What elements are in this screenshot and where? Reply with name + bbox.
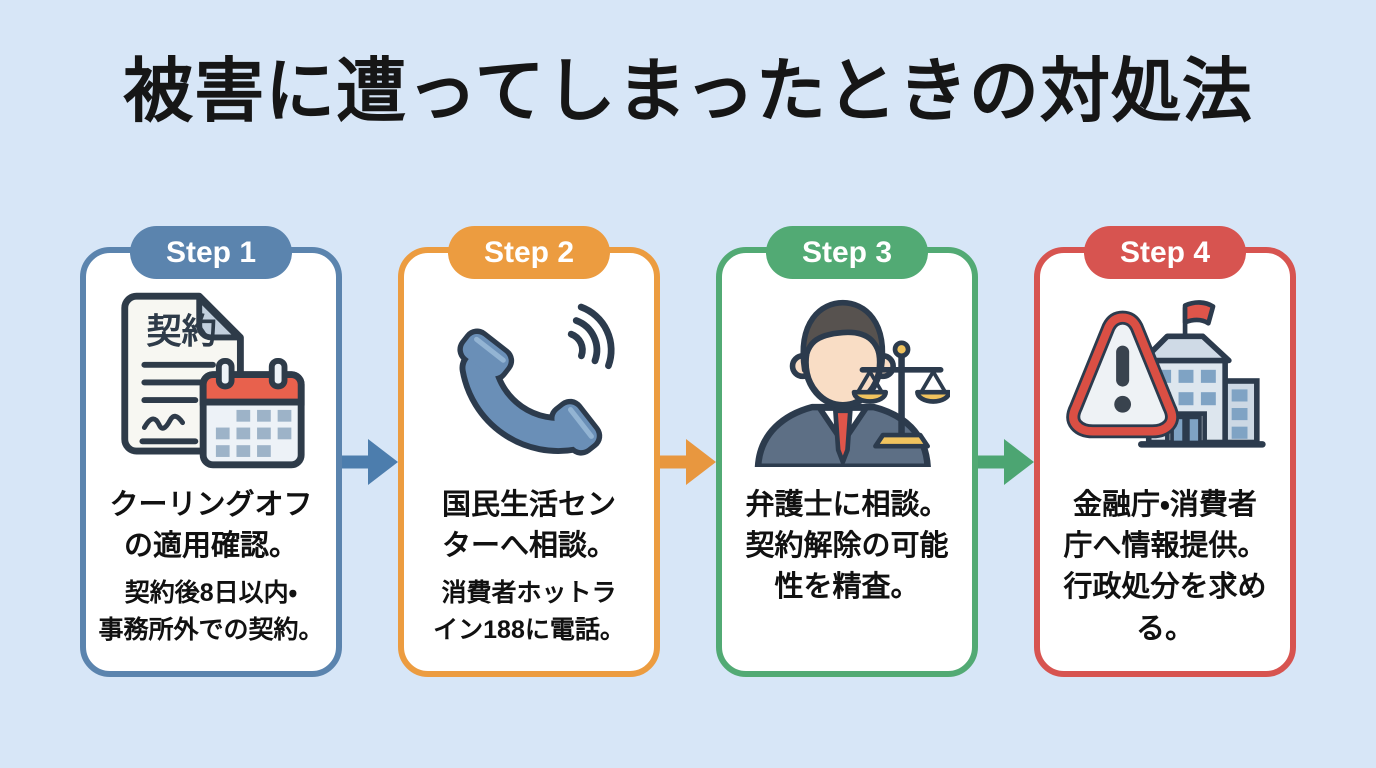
step-2-text-primary: 国民生活セン ターへ相談。 (441, 489, 616, 563)
steps-flow: Step 1 契約 クーリン (0, 226, 1376, 677)
page-title: 被害に遭ってしまったときの対処法 (123, 52, 1253, 130)
arrow-3-icon (977, 434, 1035, 490)
step-2-icon-box (440, 285, 618, 477)
step-3-badge: Step 3 (765, 226, 929, 279)
step-card-4: Step 4 (1034, 226, 1296, 677)
contract-label: 契約 (146, 312, 217, 351)
step-card-1: Step 1 契約 クーリン (80, 226, 342, 677)
step-1-icon-box: 契約 (113, 285, 309, 477)
step-2-text-secondary: 消費者ホットラ イン188に電話。 (433, 579, 625, 644)
phone-icon (457, 303, 615, 456)
step-card-2: Step 2 国民生活セン ターへ相談。 消費者ホットラ イン188に電話。 (398, 226, 660, 677)
step-4-text-primary: 金融庁・消費者 庁へ情報提供。 行政処分を求め る。 (1063, 489, 1267, 645)
step-4-icon-box (1063, 285, 1268, 477)
step-1-text-secondary: 契約後8日以内・ 事務所外での契約。 (98, 579, 324, 644)
step-1-badge: Step 1 (129, 226, 293, 279)
step-3-icon-box (745, 285, 950, 477)
step-card-3: Step 3 弁護士に相談。 契約解除の可能 性を精査。 (716, 226, 978, 677)
contract-calendar-icon: 契約 (121, 292, 305, 469)
step-2-badge: Step 2 (447, 226, 611, 279)
arrow-2-icon (659, 434, 717, 490)
step-4-badge: Step 4 (1083, 226, 1247, 279)
arrow-1-icon (341, 434, 399, 490)
step-1-text-primary: クーリングオフ の適用確認。 (109, 489, 313, 563)
step-3-text-primary: 弁護士に相談。 契約解除の可能 性を精査。 (745, 489, 949, 604)
lawyer-scales-icon (754, 299, 950, 467)
warning-building-icon (1065, 300, 1266, 448)
infographic-page: { "title": "被害に遭ってしまったときの対処法", "colors":… (0, 46, 1376, 768)
